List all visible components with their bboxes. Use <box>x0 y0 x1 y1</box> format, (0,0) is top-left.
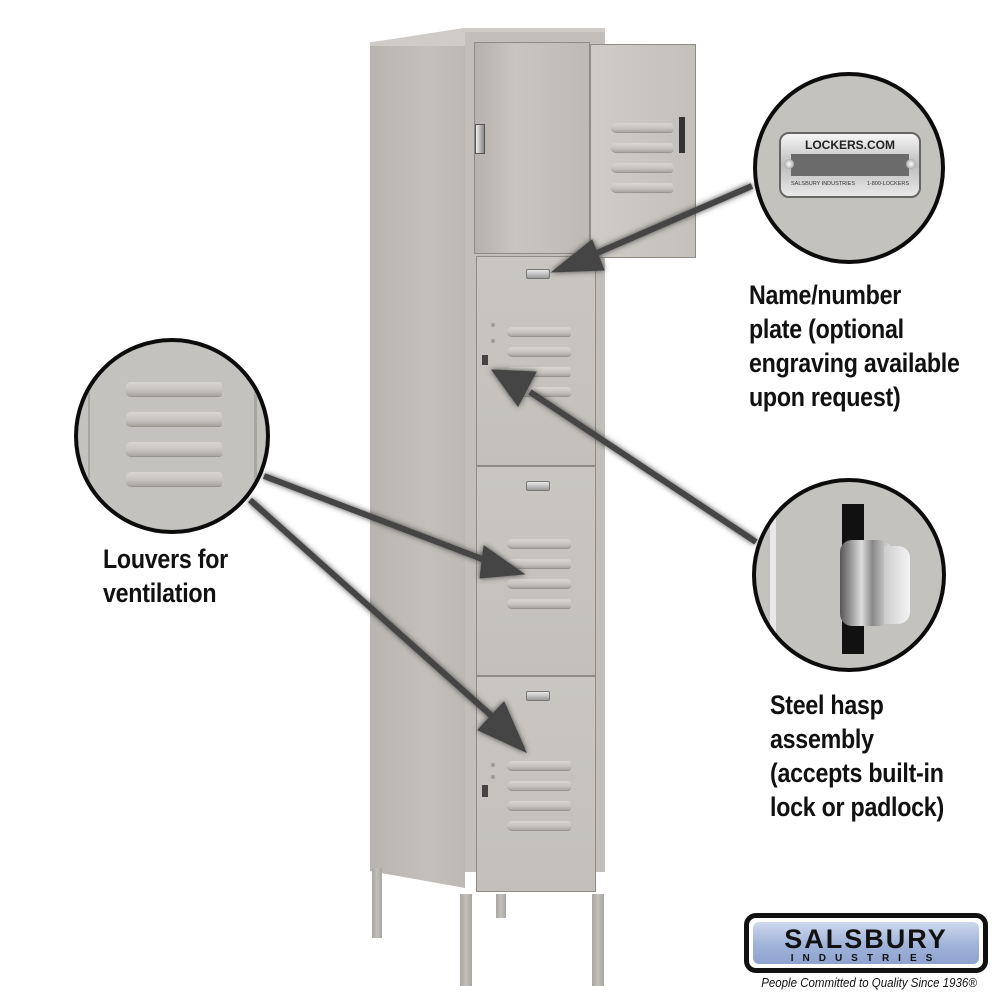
screw-left-icon <box>784 159 794 169</box>
caption-line: ventilation <box>103 578 217 608</box>
plate-text-bottom-left: SALSBURY INDUSTRIES <box>791 181 855 187</box>
hasp-detail-circle <box>752 478 946 672</box>
leg-front-right <box>592 894 604 986</box>
caption-line: Louvers for <box>103 544 228 574</box>
caption-line: plate (optional <box>749 314 904 344</box>
hasp-caption: Steel hasp assembly (accepts built-in lo… <box>770 688 944 824</box>
plate-text-bottom-right: 1-800-LOCKERS <box>866 181 909 187</box>
louvers-detail-circle <box>74 338 270 534</box>
caption-line: assembly <box>770 724 874 754</box>
screw-right-icon <box>906 159 916 169</box>
locker-side-panel <box>370 42 465 888</box>
leg-back-right <box>496 894 506 918</box>
caption-line: (accepts built-in <box>770 758 944 788</box>
caption-line: upon request) <box>749 382 901 412</box>
logo-subtitle: INDUSTRIES <box>790 953 942 964</box>
logo-tagline: People Committed to Quality Since 1936® <box>761 976 977 990</box>
locker-door-2 <box>476 256 596 466</box>
caption-line: Name/number <box>749 280 902 310</box>
louvers-caption: Louvers for ventilation <box>103 542 228 610</box>
caption-line: lock or padlock) <box>770 792 944 822</box>
plate-text-top: LOCKERS.COM <box>805 138 895 152</box>
salsbury-logo: SALSBURY INDUSTRIES <box>744 913 988 973</box>
name-plate-caption: Name/number plate (optional engraving av… <box>749 278 960 414</box>
hasp-open <box>475 124 485 154</box>
open-door <box>590 44 696 258</box>
logo-brand: SALSBURY <box>784 924 948 954</box>
name-plate-detail-circle: LOCKERS.COM SALSBURY INDUSTRIES 1-800-LO… <box>753 72 945 264</box>
leg-front-left <box>460 894 472 986</box>
leg-back-left <box>372 868 382 938</box>
open-compartment-interior <box>474 42 590 254</box>
hasp <box>482 355 488 365</box>
caption-line: engraving available <box>749 348 960 378</box>
caption-line: Steel hasp <box>770 690 884 720</box>
name-plate: LOCKERS.COM SALSBURY INDUSTRIES 1-800-LO… <box>779 132 921 198</box>
